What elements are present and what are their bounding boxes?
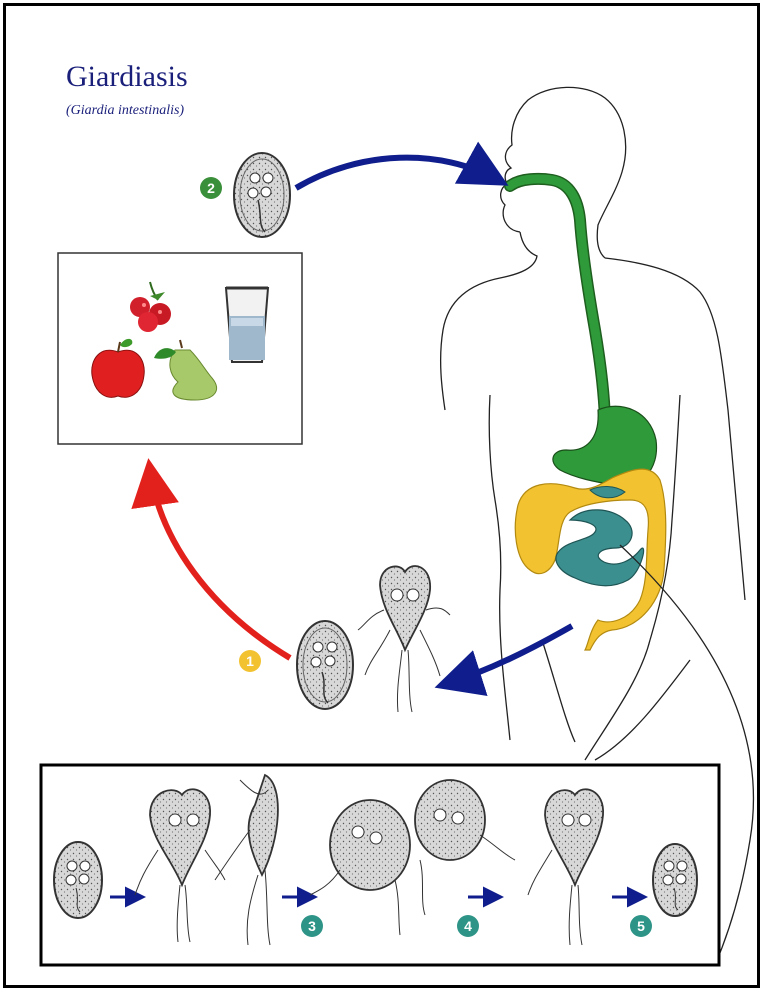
step-badge-1: 1 (239, 650, 261, 672)
water-glass-icon (226, 288, 268, 362)
human-body-outline (441, 87, 745, 760)
arrow-to-mouth (296, 158, 498, 188)
cyst-icon-step1 (297, 621, 353, 709)
step-badge-2: 2 (200, 177, 222, 199)
step-badge-3: 3 (301, 915, 323, 937)
trophozoite-icon-step1 (358, 566, 450, 712)
contaminated-food-water-box (58, 253, 302, 444)
digestive-tract (510, 179, 666, 650)
small-intestine (556, 510, 644, 586)
step-badge-5: 5 (630, 915, 652, 937)
step-badge-4: 4 (457, 915, 479, 937)
cyst-icon-step2 (234, 153, 290, 237)
arrow-to-food (150, 470, 290, 658)
inset-cyst-right (653, 844, 697, 916)
inset-cyst-left (54, 842, 102, 918)
